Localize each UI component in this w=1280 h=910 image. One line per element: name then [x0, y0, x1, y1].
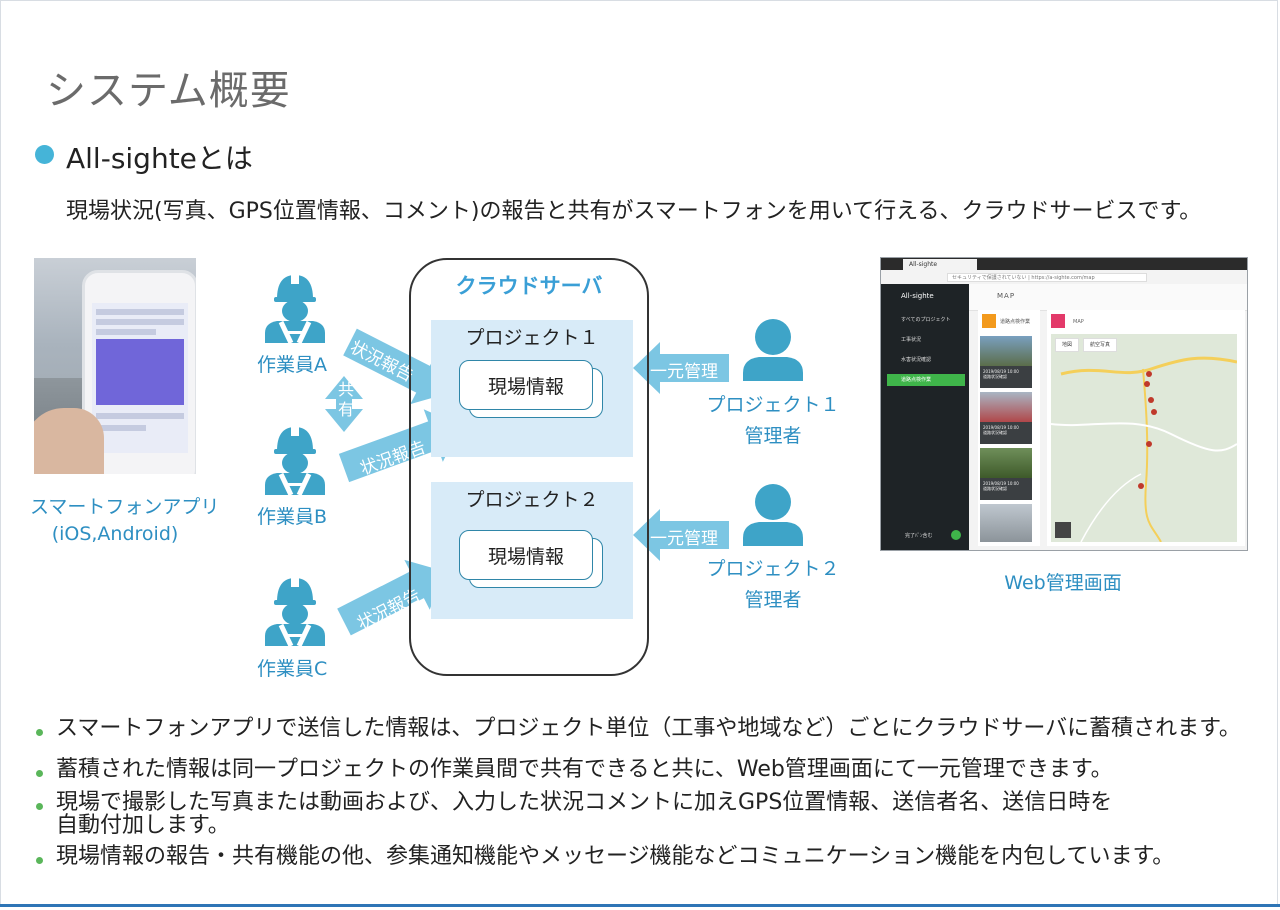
web-tab-title: All-sighte [903, 259, 977, 270]
project-2-box: プロジェクト２ 現場情報 [431, 482, 633, 619]
web-sidebar-item: すべてのプロジェクト [901, 317, 951, 323]
manager-1-label: プロジェクト１ 管理者 [703, 390, 843, 452]
web-add-icon [951, 530, 961, 540]
worker-c-icon [265, 578, 325, 646]
phone-caption-line1: スマートフォンアプリ [30, 496, 220, 518]
web-sidebar-item-active: 道路点検作業 [887, 374, 965, 386]
web-list-header: 道路点検作業 [1000, 319, 1031, 325]
cloud-server-box [409, 258, 649, 676]
web-map-tab: 地図 [1055, 338, 1080, 352]
manage-label-2: 一元管理 [650, 529, 718, 549]
web-sidebar-footer: 完了ﾊﾟﾝ含む [905, 533, 933, 539]
manager-1-line2: 管理者 [744, 425, 802, 447]
manager-2-icon [743, 484, 803, 546]
project-1-card: 現場情報 [459, 360, 593, 410]
web-app-name: All-sighte [901, 292, 934, 300]
project-2-card: 現場情報 [459, 530, 593, 580]
web-map-pane: MAP 地図 航空写真 [1047, 310, 1245, 546]
manage-arrow-2-icon [633, 509, 729, 561]
web-sidebar-item: 水害状況確認 [901, 357, 932, 363]
worker-b-icon [265, 427, 325, 495]
report-arrow-a-icon [343, 328, 450, 405]
web-admin-screenshot: All-sighte セキュリティで保護されていない | https://a-s… [880, 257, 1248, 551]
manager-2-line1: プロジェクト２ [706, 558, 840, 580]
page-title: システム概要 [46, 68, 291, 114]
camera-icon [982, 314, 996, 328]
worker-c-label: 作業員C [257, 658, 328, 680]
worker-a-label: 作業員A [257, 354, 327, 376]
web-sidebar: All-sighte すべてのプロジェクト 工事状況 水害状況確認 道路点検作業… [881, 284, 969, 550]
manager-2-label: プロジェクト２ 管理者 [703, 554, 843, 616]
section-heading: All-sighteとは [66, 142, 253, 175]
manager-2-line2: 管理者 [744, 589, 802, 611]
report-arrow-c-icon [337, 559, 444, 636]
web-caption: Web管理画面 [1004, 572, 1122, 594]
project-1-box: プロジェクト１ 現場情報 [431, 320, 633, 457]
slide-bottom-rule [0, 904, 1280, 907]
bullet-dot-icon [35, 145, 54, 164]
cloud-server-label: クラウドサーバ [455, 274, 603, 298]
web-url: セキュリティで保護されていない | https://a-sighte.com/m… [947, 273, 1147, 282]
web-map: 地図 航空写真 [1051, 334, 1237, 542]
web-thumb [980, 504, 1032, 542]
manage-label-1: 一元管理 [650, 362, 718, 382]
project-1-card-label: 現場情報 [487, 375, 564, 398]
web-page-title: MAP [997, 292, 1016, 300]
share-label-1: 共 [338, 380, 355, 399]
share-double-arrow-icon [325, 376, 363, 432]
worker-a-icon [265, 275, 325, 343]
smartphone-device [82, 270, 196, 474]
bullet-dot-icon [36, 729, 43, 736]
share-label-2: 有 [338, 400, 355, 419]
smartphone-photo [34, 258, 196, 474]
project-1-title: プロジェクト１ [465, 327, 599, 349]
bullet-dot-icon [36, 770, 43, 777]
bullet-dot-icon [36, 803, 43, 810]
map-icon [1051, 314, 1065, 328]
bullet-dot-icon [36, 857, 43, 864]
project-2-card-label: 現場情報 [487, 545, 564, 568]
project-2-title: プロジェクト２ [465, 489, 599, 511]
manager-1-icon [743, 319, 803, 381]
lead-text: 現場状況(写真、GPS位置情報、コメント)の報告と共有がスマートフォンを用いて行… [66, 199, 1202, 224]
web-sidebar-item: 工事状況 [901, 337, 922, 343]
manager-1-line1: プロジェクト１ [706, 394, 840, 416]
web-map-header: MAP [1073, 319, 1084, 325]
report-arrow-b-icon [338, 409, 461, 483]
phone-caption-line2: (iOS,Android) [51, 523, 179, 545]
web-map-tab: 航空写真 [1083, 338, 1118, 352]
worker-b-label: 作業員B [257, 506, 328, 528]
manage-arrow-1-icon [633, 342, 729, 394]
